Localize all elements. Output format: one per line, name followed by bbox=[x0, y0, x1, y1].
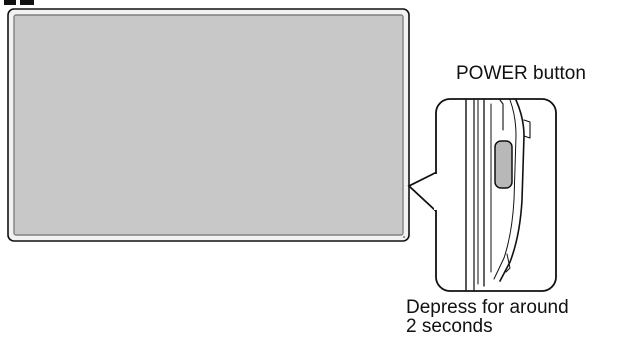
depress-instruction-line-2: 2 seconds bbox=[406, 316, 493, 337]
monitor-screen bbox=[13, 14, 404, 236]
monitor-front-view bbox=[7, 8, 410, 242]
power-indicator-dot bbox=[403, 236, 405, 238]
callout-pointer bbox=[407, 171, 438, 213]
power-button-icon bbox=[494, 140, 513, 189]
monitor-side-profile bbox=[465, 99, 531, 291]
power-button-label: POWER button bbox=[456, 63, 586, 84]
depress-instruction: Depress for around 2 seconds bbox=[406, 298, 569, 336]
clipped-top-text bbox=[4, 0, 34, 5]
depress-instruction-line-1: Depress for around bbox=[406, 297, 569, 318]
power-button-detail-box bbox=[434, 98, 557, 292]
